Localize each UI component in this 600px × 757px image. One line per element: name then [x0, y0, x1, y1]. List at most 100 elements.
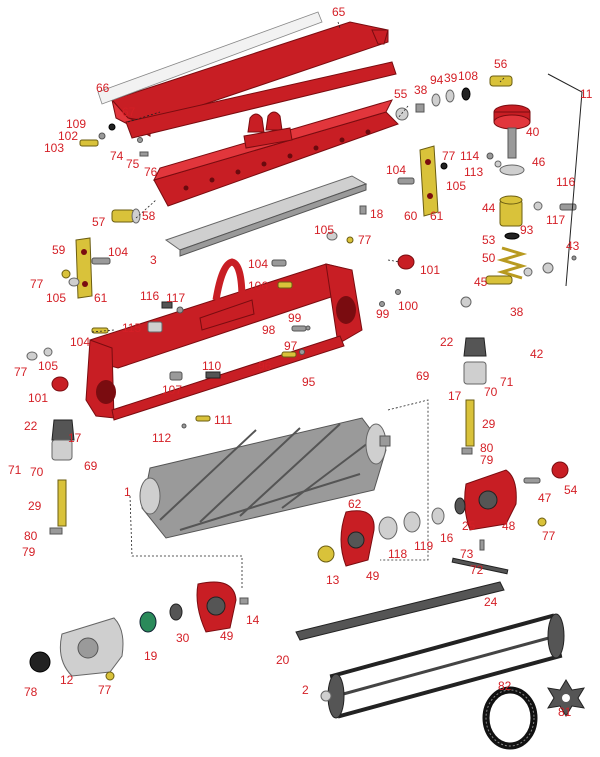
label-115: 115 — [122, 321, 141, 335]
label-48: 48 — [502, 519, 516, 533]
label-56: 56 — [494, 57, 508, 71]
label-100: 100 — [398, 299, 418, 313]
part-118-bearing — [378, 516, 398, 540]
part-45-pin — [485, 275, 513, 285]
label-77-right: 77 — [442, 149, 456, 163]
label-58: 58 — [142, 209, 156, 223]
label-95: 95 — [302, 375, 316, 389]
label-109: 109 — [66, 117, 86, 131]
part-104-bolt-left — [91, 257, 111, 265]
label-61-right: 61 — [430, 209, 444, 223]
label-57: 57 — [92, 215, 106, 229]
part-74-shield-bracket — [125, 61, 397, 139]
label-1: 1 — [124, 485, 131, 499]
part-77-nut — [346, 236, 354, 244]
part-77-nut-housing — [537, 517, 547, 527]
part-82-belt — [482, 686, 538, 750]
label-38-right: 38 — [510, 305, 524, 319]
part-77-nut-right — [440, 162, 448, 170]
label-99-right: 99 — [376, 307, 390, 321]
label-24: 24 — [484, 595, 498, 609]
label-53: 53 — [482, 233, 496, 247]
part-105-washer-left2 — [43, 347, 53, 357]
part-81-star-gear — [547, 679, 585, 717]
label-25: 25 — [462, 519, 476, 533]
part-48-housing — [464, 461, 569, 531]
label-43: 43 — [566, 239, 580, 253]
label-42: 42 — [530, 347, 544, 361]
part-116-bolt — [559, 203, 577, 211]
leader-lines — [91, 21, 505, 333]
label-102: 102 — [58, 129, 78, 143]
label-19: 19 — [144, 649, 158, 663]
label-81: 81 — [558, 705, 572, 719]
label-105-mid: 105 — [314, 223, 334, 237]
label-106: 106 — [248, 279, 268, 293]
label-97: 97 — [284, 339, 298, 353]
label-50: 50 — [482, 251, 496, 265]
label-71-left: 71 — [8, 463, 22, 477]
label-69-left: 69 — [84, 459, 98, 473]
part-frame-main — [85, 258, 363, 421]
label-22-right: 22 — [440, 335, 454, 349]
label-61-left: 61 — [94, 291, 108, 305]
label-22-left: 22 — [24, 419, 38, 433]
label-11: 11 — [580, 87, 593, 101]
label-119: 119 — [414, 539, 433, 553]
label-101-right: 101 — [420, 263, 440, 277]
part-22-knob-right — [461, 337, 487, 455]
part-50-spring — [496, 246, 528, 280]
part-58-cross-bar — [153, 99, 399, 207]
label-96: 96 — [258, 359, 272, 373]
part-18-screw — [359, 205, 367, 215]
part-19-seal — [139, 611, 157, 633]
label-62: 62 — [348, 497, 362, 511]
part-30-bearing — [169, 603, 183, 621]
label-29-right: 29 — [482, 417, 496, 431]
part-78-cap — [29, 651, 51, 673]
label-47: 47 — [538, 491, 552, 505]
part-13-seal — [317, 545, 335, 563]
label-59: 59 — [52, 243, 66, 257]
part-114 — [486, 152, 494, 160]
part-20-rod — [295, 581, 505, 641]
part-22-knob-left — [49, 419, 75, 535]
part-105-washer-left — [68, 277, 80, 287]
label-110: 110 — [202, 359, 221, 373]
label-94: 94 — [430, 73, 444, 87]
part-77-nut-left — [61, 269, 71, 279]
part-59-left-bracket — [75, 237, 93, 299]
label-44: 44 — [482, 201, 496, 215]
hardware-109-102-103 — [79, 123, 149, 157]
part-105-washer — [326, 231, 338, 241]
label-2: 2 — [302, 683, 309, 697]
label-16: 16 — [440, 531, 454, 545]
label-3: 3 — [150, 253, 157, 267]
label-77-motor: 77 — [98, 683, 112, 697]
label-104-left: 104 — [108, 245, 128, 259]
part-25-seal — [454, 497, 466, 515]
part-40-adjuster-knob — [493, 104, 531, 159]
part-43 — [571, 255, 577, 261]
part-72-rod — [451, 557, 509, 575]
part-77-nut-motor — [105, 671, 115, 681]
label-67: 67 — [122, 105, 136, 119]
label-29-left: 29 — [28, 499, 42, 513]
label-69-right: 69 — [416, 369, 430, 383]
label-104-low: 104 — [70, 335, 90, 349]
callout-labels: 65 66 67 109 102 103 74 75 76 55 38 94 3… — [8, 5, 593, 719]
part-57-bushing — [111, 208, 141, 224]
label-103: 103 — [44, 141, 64, 155]
label-108: 108 — [458, 69, 478, 83]
part-49-housing-right — [340, 510, 375, 567]
part-53-ring — [504, 232, 520, 240]
part-2-roller — [320, 613, 565, 719]
label-117-right: 117 — [546, 213, 565, 227]
part-73 — [479, 539, 485, 551]
label-114: 114 — [460, 149, 479, 163]
label-105-low: 105 — [38, 359, 58, 373]
label-60: 60 — [404, 209, 418, 223]
label-73: 73 — [460, 547, 474, 561]
label-77-mid: 77 — [358, 233, 372, 247]
